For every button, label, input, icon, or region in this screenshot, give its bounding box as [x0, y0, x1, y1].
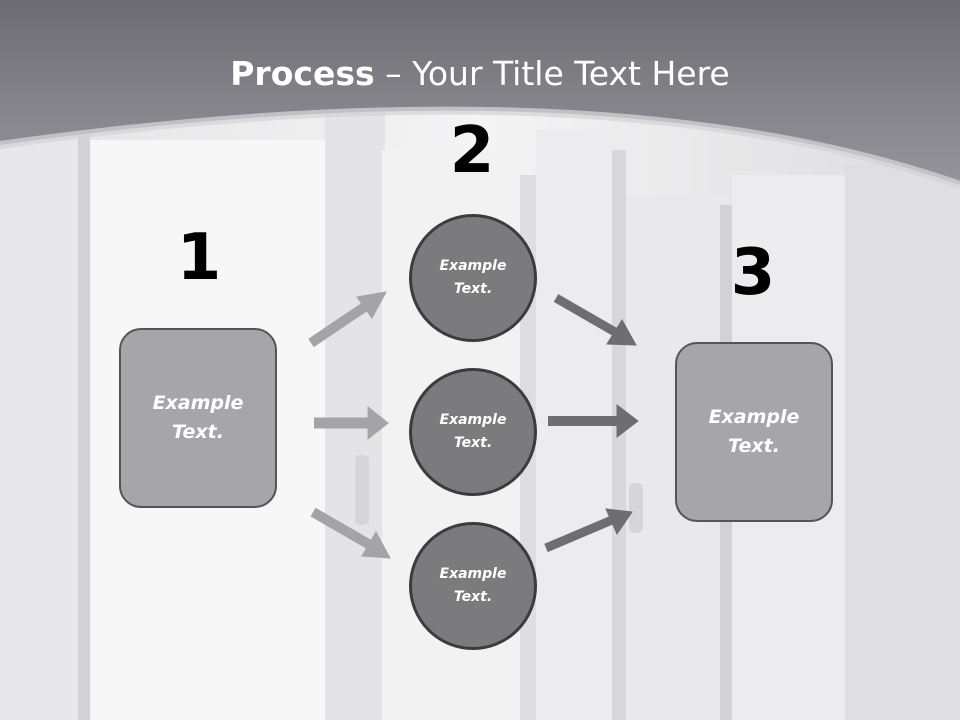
step-1-box: Example Text.	[119, 328, 277, 508]
step-3-text: Example Text.	[708, 406, 800, 457]
step-1-text: Example Text.	[152, 392, 244, 443]
step-3-box: Example Text.	[675, 342, 833, 522]
step-2-circle-2-text: Example Text.	[439, 412, 507, 451]
step-2-circle-2: Example Text.	[409, 368, 537, 496]
title-strong: Process	[230, 54, 375, 93]
arrow-1-to-2c	[310, 507, 391, 559]
step-2-circle-3: Example Text.	[409, 522, 537, 650]
slide-title: Process – Your Title Text Here	[0, 52, 960, 96]
step-2-circle-1: Example Text.	[409, 214, 537, 342]
step-2-circle-1-text: Example Text.	[439, 258, 507, 297]
step-number-2: 2	[449, 114, 495, 188]
step-number-1: 1	[176, 221, 222, 295]
header-band	[0, 0, 960, 185]
arrow-2a-to-3	[553, 294, 637, 346]
arrow-2b-to-3	[548, 403, 639, 439]
arrows	[308, 291, 639, 559]
arrow-1-to-2b	[314, 405, 389, 441]
arrow-2c-to-3	[544, 508, 633, 553]
step-2-circle-3-text: Example Text.	[439, 566, 507, 605]
title-rest: – Your Title Text Here	[374, 54, 730, 93]
step-number-3: 3	[730, 236, 776, 310]
arrow-1-to-2a	[308, 291, 387, 348]
